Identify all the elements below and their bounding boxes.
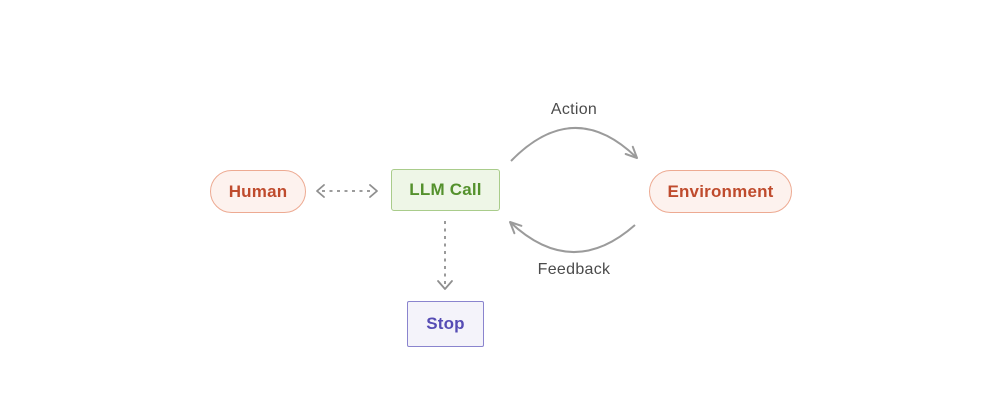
node-environment: Environment: [649, 170, 792, 213]
node-human: Human: [210, 170, 306, 213]
node-human-label: Human: [228, 181, 288, 201]
llm-stop-dashed-arrow: [437, 221, 453, 290]
arc-line: [510, 127, 638, 162]
edge-label-feedback: Feedback: [537, 261, 611, 278]
left-arrowhead-icon: [316, 184, 325, 198]
node-environment-label: Environment: [667, 181, 774, 201]
node-llm-call-label: LLM Call: [409, 180, 482, 199]
node-stop-label: Stop: [426, 314, 465, 333]
node-llm-call: LLM Call: [391, 169, 500, 211]
down-arrowhead-icon: [437, 280, 453, 290]
arc-line: [509, 221, 636, 253]
node-stop: Stop: [407, 301, 484, 347]
action-curved-arrow: [510, 127, 638, 162]
arrowhead-icon: [509, 221, 523, 235]
right-arrowhead-icon: [369, 184, 378, 198]
feedback-curved-arrow: [509, 221, 636, 253]
arrowhead-icon: [624, 145, 638, 159]
human-llm-dashed-arrow: [316, 184, 378, 198]
edge-label-action: Action: [550, 101, 598, 118]
